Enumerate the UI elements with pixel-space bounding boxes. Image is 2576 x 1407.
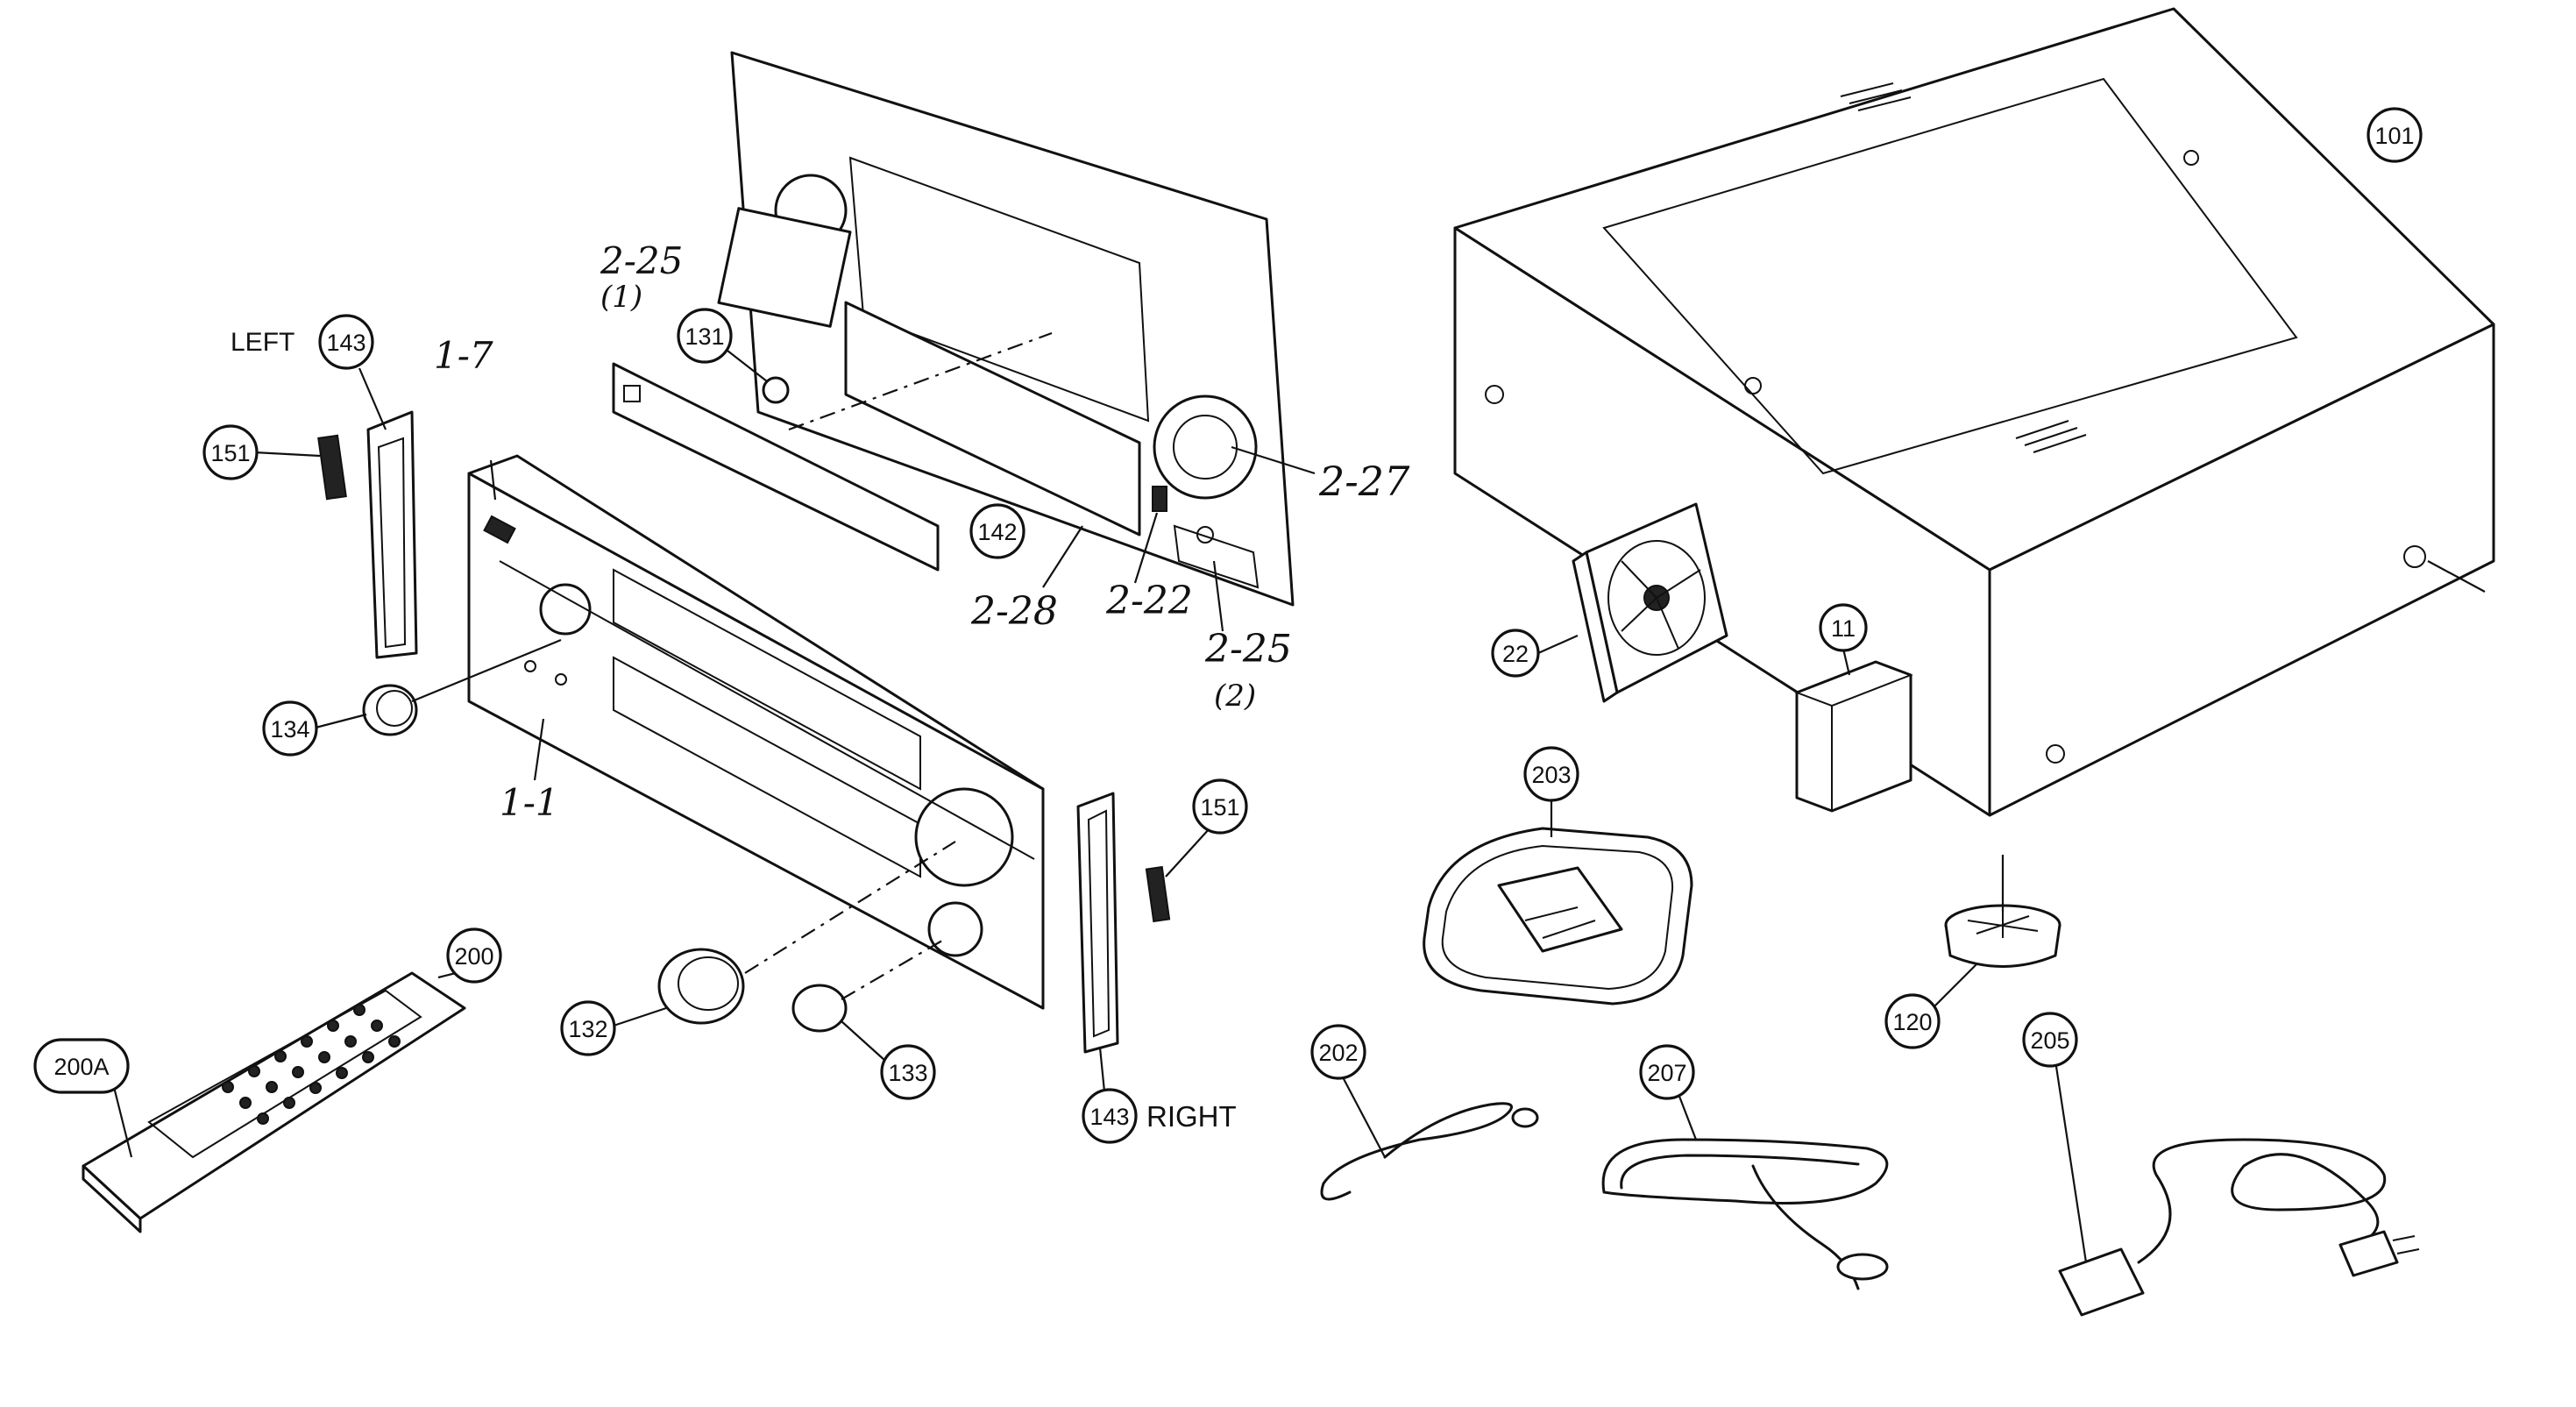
callout-131: 131 (677, 308, 733, 364)
leader-2-28 (1042, 525, 1083, 588)
callout-200: 200 (446, 927, 502, 984)
knob-133 (791, 937, 947, 1062)
callout-120-label: 120 (1892, 1009, 1932, 1035)
cable-202 (1320, 1073, 1539, 1201)
block-11 (1794, 648, 1913, 813)
callout-133: 133 (880, 1044, 936, 1100)
side-bracket-left (358, 367, 418, 659)
callout-151-right: 151 (1192, 778, 1248, 835)
label-2-25-1: 2-25 (600, 239, 683, 282)
label-2-25-1-sub: (1) (600, 280, 642, 315)
callout-133-label: 133 (888, 1060, 927, 1086)
cooling-fan (1537, 502, 1728, 703)
label-1-1: 1-1 (500, 781, 559, 824)
callout-202: 202 (1310, 1024, 1366, 1080)
knob-132 (613, 841, 956, 1027)
left-label: LEFT (231, 328, 295, 357)
front-panel (467, 454, 1045, 1010)
leader-2-22 (1133, 512, 1159, 584)
callout-200-label: 200 (454, 943, 493, 970)
cable-207 (1601, 1093, 1889, 1290)
clip-151-left (253, 434, 347, 501)
label-2-28: 2-28 (970, 589, 1058, 634)
display-window-142-part (612, 362, 940, 572)
label-2-22: 2-22 (1105, 579, 1193, 623)
callout-22: 22 (1491, 629, 1540, 678)
remote-buttons (222, 1004, 401, 1125)
am-loop-antenna (1423, 798, 1693, 1006)
callout-200a-label: 200A (53, 1054, 109, 1080)
callout-151-right-label: 151 (1200, 794, 1239, 821)
callout-101-label: 101 (2374, 123, 2414, 149)
foot-120 (1932, 855, 2062, 1009)
label-2-25-2: 2-25 (1204, 627, 1292, 672)
callout-131-label: 131 (685, 323, 724, 350)
callout-134-label: 134 (270, 716, 309, 743)
label-1-7: 1-7 (434, 334, 493, 377)
callout-132-label: 132 (568, 1016, 607, 1042)
callout-151-left-label: 151 (210, 440, 250, 466)
callout-120: 120 (1884, 993, 1941, 1049)
callout-205-label: 205 (2030, 1027, 2069, 1054)
callout-132: 132 (560, 1000, 616, 1056)
callout-22-label: 22 (1502, 641, 1529, 667)
power-cord-205 (2054, 1060, 2420, 1317)
callout-200a: 200A (33, 1038, 130, 1094)
front-sub-chassis (717, 51, 1295, 607)
leader-2-27 (1231, 445, 1316, 475)
label-2-27: 2-27 (1318, 458, 1410, 505)
circuit-board-2-28-part (788, 301, 1141, 537)
leader-1-1 (533, 718, 545, 781)
callout-203-label: 203 (1531, 762, 1571, 788)
callout-101: 101 (2367, 107, 2423, 163)
callout-11-label: 11 (1831, 615, 1856, 642)
callout-143-right: 143 (1082, 1088, 1138, 1144)
side-bracket-right (1076, 792, 1119, 1092)
callout-202-label: 202 (1318, 1040, 1358, 1066)
leader-2-25-2 (1212, 560, 1224, 632)
callout-207-label: 207 (1647, 1060, 1686, 1086)
callout-142: 142 (969, 503, 1025, 559)
callout-143-left: 143 (318, 314, 374, 370)
callout-142-label: 142 (977, 519, 1017, 545)
callout-143-right-label: 143 (1089, 1104, 1129, 1130)
callout-11: 11 (1819, 603, 1868, 652)
knob-134 (315, 638, 562, 736)
callout-134: 134 (262, 700, 318, 757)
callout-207: 207 (1639, 1044, 1695, 1100)
callout-151-left: 151 (202, 424, 259, 480)
right-label: RIGHT (1146, 1100, 1237, 1133)
remote-control (82, 971, 466, 1233)
screw-131 (727, 350, 790, 404)
label-2-25-2-sub: (2) (1214, 679, 1256, 714)
callout-143-left-label: 143 (326, 330, 365, 356)
callout-205: 205 (2022, 1012, 2078, 1068)
callout-203: 203 (1523, 746, 1579, 802)
clip-151-right (1145, 828, 1210, 923)
